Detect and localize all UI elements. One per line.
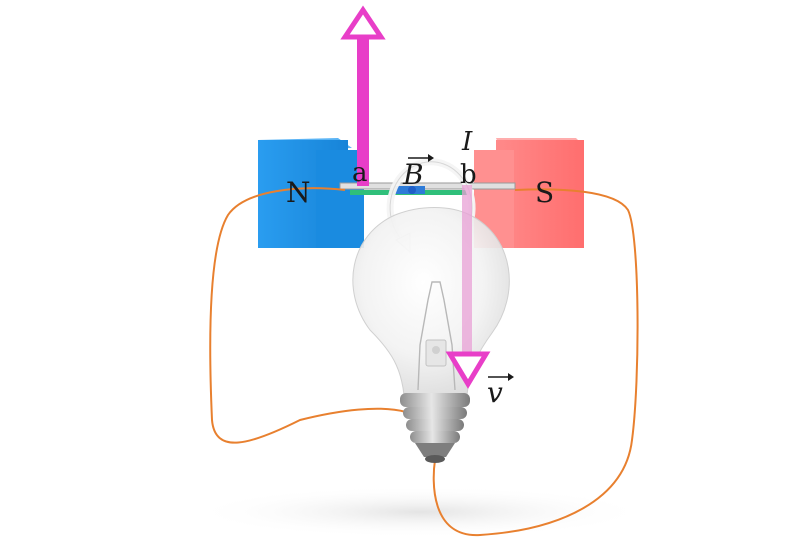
sliding-rod [339,182,516,195]
rod-end-a-label: a [352,158,368,188]
rod-end-b-label: b [460,160,477,190]
circuit-wire [209,187,639,537]
south-magnet [474,138,584,248]
floor-shadow [190,486,650,538]
north-magnet [258,138,364,248]
current-label: I [461,127,473,157]
light-bulb [352,207,510,463]
force-arrow [340,5,386,186]
velocity-vector-label: v [487,373,514,409]
south-pole-label: S [535,176,554,209]
velocity-label: v [487,376,503,409]
field-vector-label: B [402,154,434,191]
north-pole-label: N [286,176,311,209]
velocity-arrow [445,185,491,389]
field-label: B [402,158,424,191]
